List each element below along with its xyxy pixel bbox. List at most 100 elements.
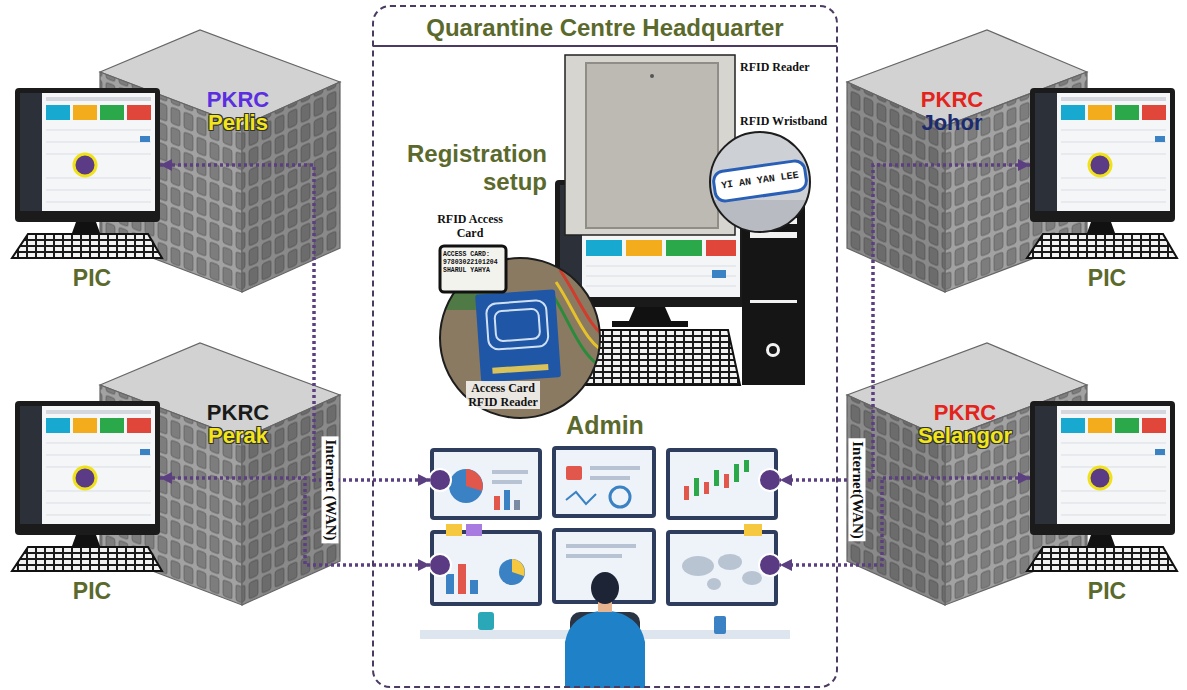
admin-workstation-part [512,559,525,576]
admin-workstation-part [552,528,656,604]
site-name: Perlis [88,111,388,134]
admin-workstation-part [707,578,721,590]
admin-workstation-part [499,559,525,585]
setup-title: Registration setup [383,140,547,196]
admin-workstation-part [552,446,656,518]
rfid-reader-photo [565,55,735,235]
network-link [780,478,1030,565]
admin-workstation-part [714,616,726,634]
site-computer: PKRCPerakPIC [15,401,160,535]
admin-workstation-part [449,469,483,503]
card-reader-photo-part-part-part [486,300,549,350]
hq-region: Quarantine Centre HeadquarterAdmin [372,5,838,688]
admin-workstation-part [724,474,729,488]
card-reader-photo-part-part-part [492,364,548,374]
edge-label: Internet(WAN) [849,438,866,541]
admin-workstation-part [514,500,520,510]
card-reader-photo-part-part-part [494,308,540,341]
admin-workstation-part [429,469,451,491]
registration-desktop-part [712,270,726,278]
device-label: RFID Reader [740,60,835,74]
pic-label: PIC [957,266,1187,290]
wristband-photo-part-part [700,200,820,240]
site-computer-drawing [1027,401,1177,571]
admin-label: Admin [455,412,755,438]
site-computer: PKRCSelangorPIC [1030,401,1175,535]
registration-desktop-part [766,343,780,357]
card-reader-photo-part-part [556,282,610,355]
admin-workstation-part [466,524,482,536]
site-code: PKRC [88,88,388,111]
region-title: Quarantine Centre Headquarter [375,15,835,40]
wristband-photo-part-part [712,160,807,203]
rfid-reader-photo-part [650,74,654,78]
admin-workstation-part [429,554,451,576]
admin-workstation-part [566,544,636,548]
network-link [160,165,430,480]
pic-label: PIC [0,266,242,290]
registration-desktop-part [586,266,736,267]
access-card-photo [440,246,506,292]
pic-label: PIC [957,579,1187,603]
admin-workstation-part [458,564,466,594]
device-label: RFID Wristband [740,114,835,128]
admin-workstation-part [504,490,510,510]
admin-workstation-part [590,476,630,480]
admin-workstation-part [744,460,749,472]
card-reader-photo-part-part-part [475,289,561,382]
admin-workstation-part [718,554,742,570]
registration-desktop-part [586,240,622,256]
card-reader-photo-part-part [475,289,561,382]
pic-label: PIC [0,579,242,603]
registration-desktop-part [586,286,736,287]
wristband-photo-part [710,132,810,232]
site-code: PKRC [815,401,1115,424]
admin-workstation-part [470,580,478,594]
admin-workstation-part [590,466,640,470]
site-computer: PKRCPerlisPIC [15,88,160,222]
rfid-reader-photo-part [565,55,735,235]
admin-workstation-part [430,530,542,606]
wristband-photo [700,132,820,240]
registration-desktop-part [769,346,777,354]
edge-label: Internet (WAN) [322,436,339,543]
admin-workstation-part [492,470,528,474]
registration-desktop-part [706,240,736,256]
admin-workstation-part [466,469,483,491]
admin-workstation-part [492,480,522,484]
site-computer-drawing [12,401,162,571]
admin-workstation-part [670,452,774,516]
admin-workstation-part [446,574,454,594]
admin-workstation-part [556,450,652,514]
registration-desktop-part [666,240,702,256]
admin-workstation-part [682,556,714,576]
wristband-photo-part [700,160,820,240]
admin-workstation [420,446,790,688]
admin-workstation-part [566,492,596,504]
title-rule [373,45,837,47]
site-computer: PKRCJohorPIC [1030,88,1175,222]
admin-workstation-part [704,482,709,494]
admin-workstation-part [565,610,645,688]
rfid-reader-photo-part [586,63,718,228]
admin-workstation-part [494,496,500,510]
card-reader-photo-part-part [552,294,610,372]
admin-workstation-part [742,571,762,585]
device-label: RFID Access Card [437,212,503,240]
access-card-photo-part [440,246,506,292]
registration-desktop-part [750,300,797,303]
admin-workstation-part [430,448,542,520]
site-code: PKRC [802,88,1102,111]
admin-workstation-part [478,612,494,630]
admin-workstation-part [566,466,582,480]
registration-desktop-part [626,240,662,256]
site-computer-drawing [1027,88,1177,258]
site-computer-drawing [12,88,162,258]
admin-workstation-part [759,469,781,491]
wristband-text: YI AN YAN LEE [718,168,801,193]
device-label: Access Card RFID Reader [466,381,540,409]
admin-station: Admin [430,448,780,643]
network-link [160,478,430,565]
